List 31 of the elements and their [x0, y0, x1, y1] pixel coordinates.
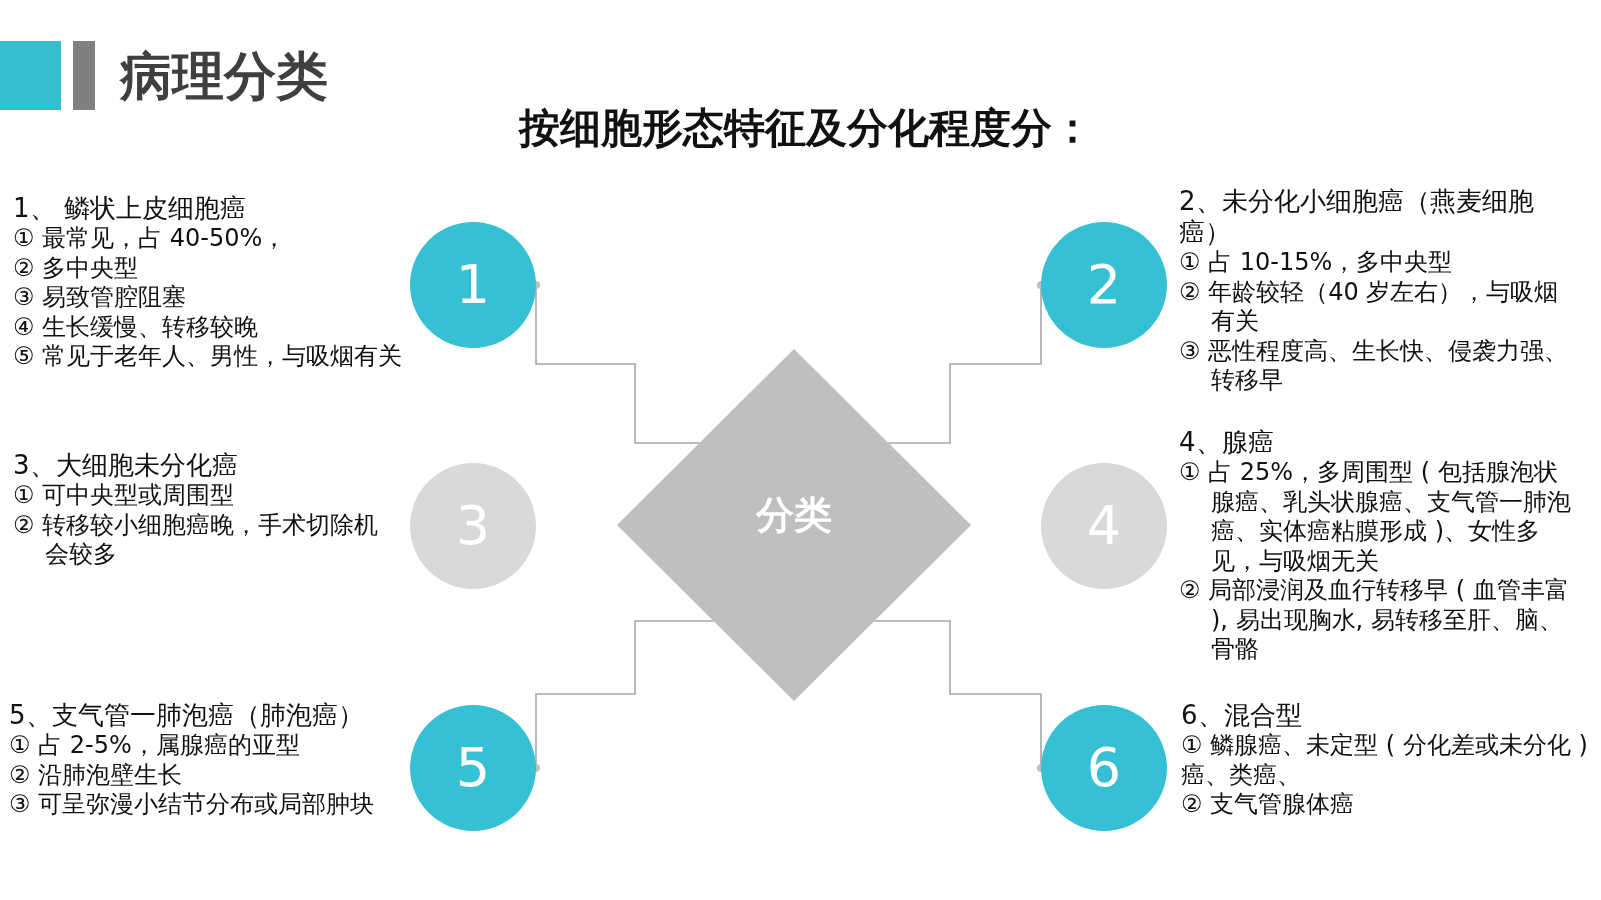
category-diamond — [617, 349, 971, 701]
feature-text: ① 鳞腺癌、未定型 ( 分化差或未分化 ) 癌、类癌、 — [1181, 731, 1589, 790]
category-heading: 1、 鳞状上皮细胞癌 — [13, 193, 246, 224]
feature-text: ① 占 10-15%，多中央型 — [1179, 248, 1453, 278]
feature-text: ③ 易致管腔阻塞 — [13, 283, 187, 313]
page-title: 病理分类 — [120, 47, 328, 107]
feature-text: ⑤ 常见于老年人、男性，与吸烟有关 — [13, 342, 403, 372]
category-heading: 5、支气管一肺泡癌（肺泡癌） — [9, 700, 364, 731]
feature-text: ① 占 25%，多周围型 ( 包括腺泡状腺癌、乳头状腺癌、支气管一肺泡癌、实体癌粘膜形成 )、女性多见，与吸烟无关 — [1179, 458, 1572, 576]
circle-number: 1 — [455, 258, 491, 312]
category-heading: 2、未分化小细胞癌（燕麦细胞癌） — [1179, 186, 1535, 248]
feature-text: ② 年龄较轻（40 岁左右），与吸烟有关 — [1179, 277, 1560, 337]
circle-number: 6 — [1086, 741, 1122, 795]
category-heading: 3、大细胞未分化癌 — [13, 450, 238, 481]
section-subtitle: 按细胞形态特征及分化程度分： — [519, 105, 1093, 153]
feature-text: ② 多中央型 — [13, 253, 139, 283]
circle-number: 2 — [1086, 258, 1122, 312]
feature-text: ④ 生长缓慢、转移较晚 — [13, 312, 259, 342]
feature-text: ① 占 2-5%，属腺癌的亚型 — [9, 731, 300, 761]
category-heading: 6、混合型 — [1181, 700, 1302, 731]
feature-text: ① 可中央型或周围型 — [13, 481, 235, 511]
feature-text: ③ 可呈弥漫小结节分布或局部肿块 — [9, 790, 375, 820]
feature-text: ② 支气管腺体癌 — [1181, 790, 1355, 820]
feature-text: ② 转移较小细胞癌晚，手术切除机会较多 — [13, 510, 380, 570]
feature-text: ② 沿肺泡壁生长 — [9, 760, 183, 790]
circle-number: 5 — [455, 741, 491, 795]
feature-text: ③ 恶性程度高、生长快、侵袭力强、转移早 — [1179, 336, 1570, 396]
feature-text: ① 最常见，占 40-50%， — [13, 224, 287, 254]
diamond-label: 分类 — [756, 494, 832, 538]
category-heading: 4、腺癌 — [1179, 427, 1274, 458]
feature-text: ② 局部浸润及血行转移早 ( 血管丰富 ), 易出现胸水, 易转移至肝、脑、骨骼 — [1179, 576, 1570, 665]
